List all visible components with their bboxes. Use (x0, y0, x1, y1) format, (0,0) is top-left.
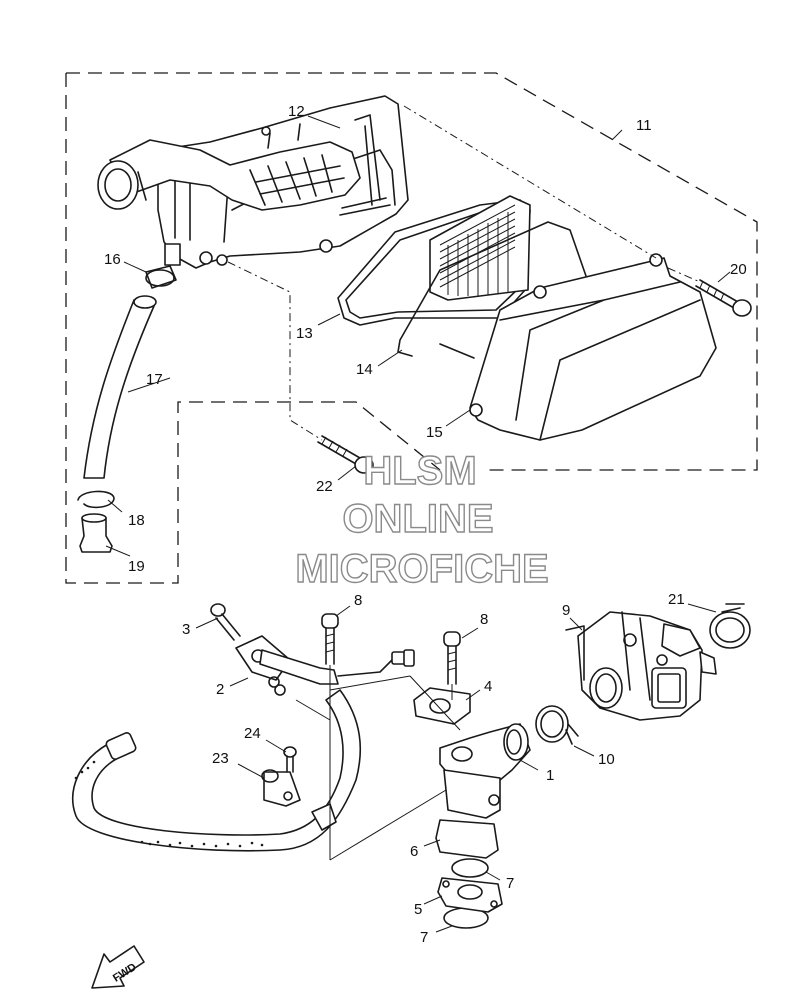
callout-11: 11 (636, 117, 652, 134)
callout-1: 1 (546, 767, 554, 784)
air-filter-element (397, 195, 587, 359)
air-filter-case-cover (469, 253, 717, 441)
case-screw-22 (317, 435, 374, 474)
leader-lines (105, 115, 731, 933)
callout-7a: 7 (506, 875, 514, 892)
throttle-clamp-10 (535, 705, 579, 745)
clamp-bracket-23 (261, 769, 301, 807)
callout-5: 5 (414, 901, 422, 918)
drain-plug-19 (79, 513, 113, 553)
callout-23: 23 (212, 750, 229, 767)
callout-12: 12 (288, 103, 305, 120)
air-filter-case-top (97, 95, 409, 269)
callout-19: 19 (128, 558, 145, 575)
flange-5 (437, 877, 503, 913)
callout-13: 13 (296, 325, 313, 342)
throttle-clamp-21 (709, 603, 751, 649)
hose-clip-18 (77, 490, 115, 509)
fuel-hose (72, 689, 362, 852)
air-cleaner-assembly-boundary-left (65, 73, 441, 584)
callout-24: 24 (244, 725, 261, 742)
screw-24 (283, 746, 297, 773)
forward-direction-arrow: FWD (91, 945, 145, 989)
joint-4 (413, 687, 471, 725)
callout-6: 6 (410, 843, 418, 860)
callout-3: 3 (182, 621, 190, 638)
o-ring-7a (451, 858, 489, 878)
screw-3 (210, 603, 241, 641)
callout-18: 18 (128, 512, 145, 529)
callout-16: 16 (104, 251, 121, 268)
callout-9: 9 (562, 602, 570, 619)
manifold-gasket-6 (435, 819, 499, 859)
bolt-8b (443, 631, 461, 685)
callout-20: 20 (730, 261, 747, 278)
callout-2: 2 (216, 681, 224, 698)
callout-4: 4 (484, 678, 492, 695)
drain-hose (83, 299, 155, 479)
watermark-line-2: ONLINE (342, 497, 493, 541)
callout-17: 17 (146, 371, 163, 388)
case-screw-20 (695, 279, 752, 317)
callout-8a: 8 (354, 592, 362, 609)
callout-14: 14 (356, 361, 373, 378)
callout-10: 10 (598, 751, 615, 768)
breather-hose (259, 649, 339, 685)
callout-22: 22 (316, 478, 333, 495)
throttle-body-9 (565, 611, 717, 721)
callout-8b: 8 (480, 611, 488, 628)
watermark-line-3: MICROFICHE (295, 547, 548, 591)
bolt-8a (321, 613, 339, 665)
intake-manifold-1 (439, 723, 531, 819)
callout-7b: 7 (420, 929, 428, 946)
fuel-hose-marking (74, 760, 264, 848)
hose-clamp-16 (145, 265, 177, 289)
callout-21: 21 (668, 591, 685, 608)
callout-15: 15 (426, 424, 443, 441)
watermark-line-1: HLSM (363, 449, 476, 493)
air-cleaner-assembly-boundary (66, 72, 758, 471)
